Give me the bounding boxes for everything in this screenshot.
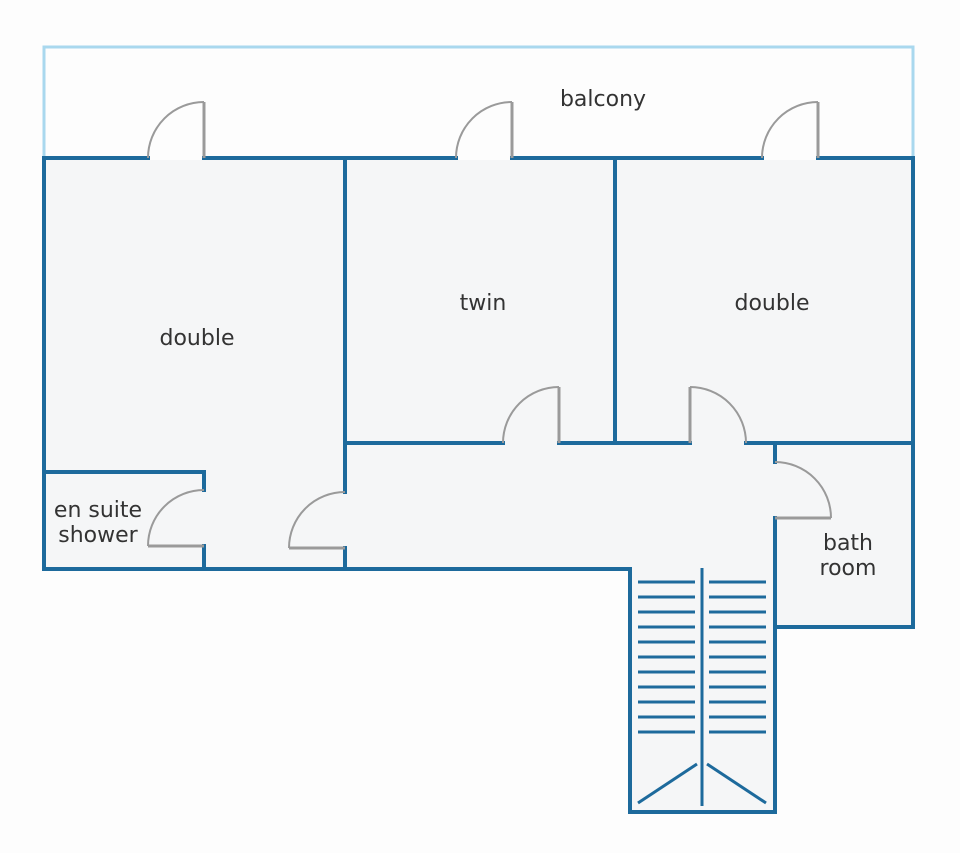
staircase: [637, 568, 767, 806]
bathroom-label-line1: bath: [823, 531, 873, 556]
bedroom-right-area: [615, 160, 913, 443]
door-balcony-middle[interactable]: [455, 101, 514, 159]
room-fills: [44, 160, 913, 812]
ensuite-label-line2: shower: [58, 523, 138, 548]
bedroom-left-area: [44, 160, 345, 568]
balcony-railing: [42, 45, 915, 158]
bathroom-label-line2: room: [820, 556, 877, 581]
ensuite-label-line1: en suite: [54, 498, 142, 523]
bathroom-area: [775, 443, 913, 626]
walls: [42, 156, 915, 814]
stair-arrow-left: [637, 762, 698, 805]
room-labels: balcony double twin double en suite show…: [54, 87, 877, 581]
door-double-bedroom-left[interactable]: [288, 491, 346, 550]
doors: [147, 101, 832, 550]
hallway-area: [345, 443, 775, 568]
door-ensuite[interactable]: [147, 489, 205, 548]
door-double-bedroom-right[interactable]: [688, 386, 747, 444]
stair-arrow-right: [706, 762, 767, 805]
bedroom-middle-area: [345, 160, 615, 443]
door-balcony-right[interactable]: [761, 101, 820, 159]
door-twin-bedroom[interactable]: [502, 386, 561, 444]
door-balcony-left[interactable]: [147, 101, 206, 159]
bedroom-left-label: double: [160, 326, 235, 351]
stair-treads: [638, 580, 766, 734]
door-bathroom[interactable]: [774, 461, 832, 520]
bedroom-right-label: double: [735, 291, 810, 316]
balcony-label: balcony: [560, 87, 646, 112]
stairwell-walls: [628, 567, 777, 814]
bedroom-middle-label: twin: [460, 291, 507, 316]
